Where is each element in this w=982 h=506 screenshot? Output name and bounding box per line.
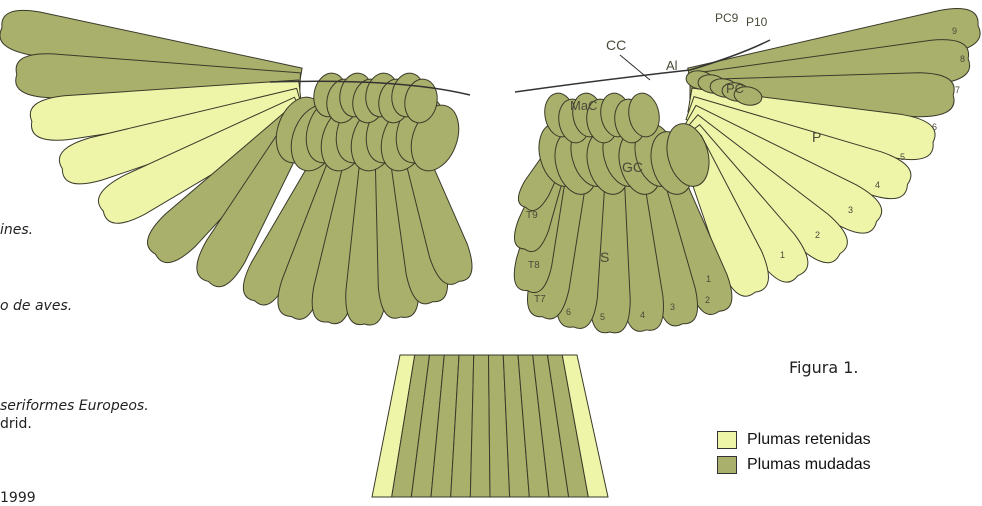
tail [372, 355, 608, 497]
label-pc: PC [726, 81, 744, 96]
primary-number: 8 [960, 54, 965, 64]
secondary-number: 6 [566, 307, 571, 317]
secondary-number: 4 [640, 310, 645, 320]
side-text-4: drid. [0, 416, 32, 432]
secondary-number: 2 [705, 295, 710, 305]
side-text-1: ines. [0, 222, 33, 238]
primary-number: 9 [952, 26, 957, 36]
legend-swatch-moulted [717, 456, 737, 474]
label-p: P [812, 129, 821, 145]
label-p10: P10 [746, 15, 768, 29]
label-t9: T9 [526, 210, 538, 221]
primary-number: 6 [932, 122, 937, 132]
primary-number: 4 [875, 180, 880, 190]
legend-retained: Plumas retenidas [717, 431, 871, 449]
label-cc: CC [606, 37, 626, 53]
label-t8: T8 [528, 260, 540, 271]
right-wing [514, 9, 980, 333]
side-text-5: 1999 [0, 490, 36, 506]
side-text-2: o de aves. [0, 298, 72, 314]
tail-feather [470, 355, 490, 497]
secondary-number: 5 [600, 312, 605, 322]
primary-number: 2 [815, 230, 820, 240]
primary-number: 5 [900, 152, 905, 162]
label-pc9: PC9 [715, 11, 739, 25]
primary-number: 3 [848, 205, 853, 215]
side-text-3: seriformes Europeos. [0, 398, 149, 414]
legend-swatch-retained [717, 431, 737, 449]
primary-number: 7 [955, 85, 960, 95]
legend-label-moulted: Plumas mudadas [747, 456, 871, 474]
label-al: Al [666, 58, 678, 73]
label-gc: GC [622, 159, 643, 175]
left-wing [0, 10, 472, 325]
label-mac: MaC [570, 98, 597, 113]
primary-number: 1 [780, 250, 785, 260]
label-t7: T7 [534, 294, 546, 305]
legend-label-retained: Plumas retenidas [747, 431, 871, 449]
figure-caption: Figura 1. [789, 358, 859, 377]
legend-moulted: Plumas mudadas [717, 456, 871, 474]
secondary-number: 3 [670, 302, 675, 312]
label-s: S [600, 249, 609, 265]
secondary-number: 1 [706, 274, 711, 284]
